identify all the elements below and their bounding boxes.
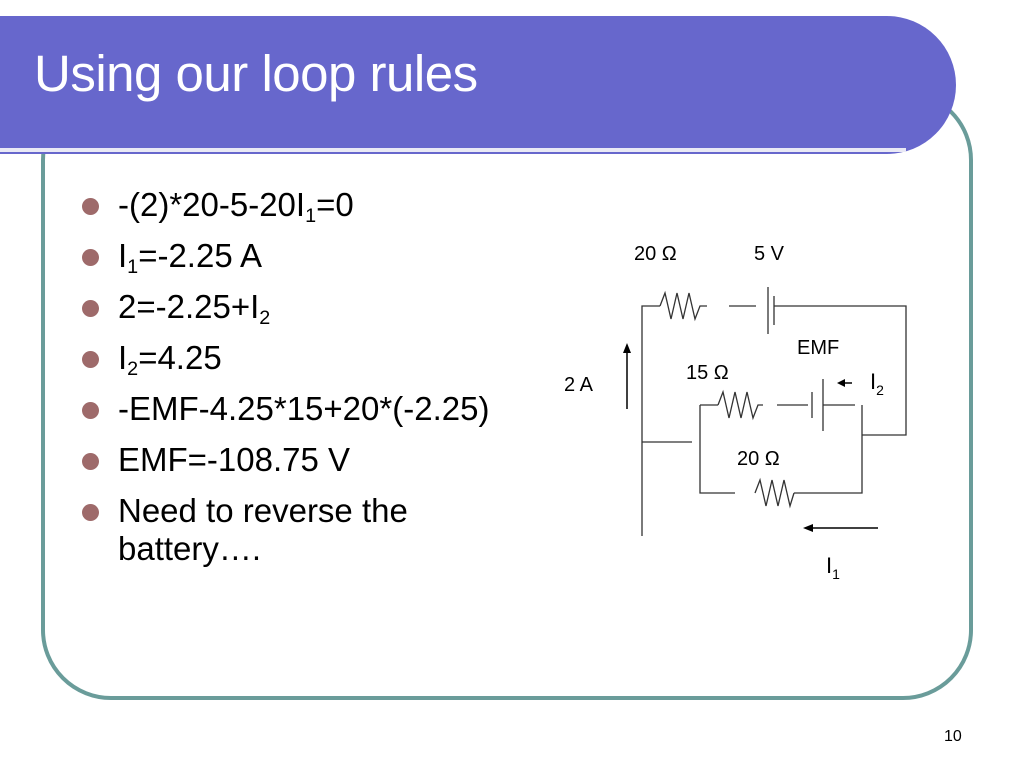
label-i1-sub: 1 [832,566,840,582]
bullet-text: -EMF-4.25*15+20*(-2.25) [118,390,490,427]
bullet-item: -EMF-4.25*15+20*(-2.25) [82,390,502,428]
slide-title: Using our loop rules [34,45,478,102]
bullet-text-tail: =-2.25 A [138,237,263,274]
bullet-item: 2=-2.25+I2 [82,288,502,329]
bullet-text: Need to reverse the battery…. [118,492,408,567]
label-i2-main: I [870,369,876,394]
bullet-dot-icon [82,504,99,521]
bullet-text-tail: =4.25 [138,339,222,376]
wire-inner-bottom-right [794,405,863,494]
bullet-subscript: 1 [127,255,139,278]
bullet-text: -(2)*20-5-20I [118,186,306,223]
label-i1-main: I [826,553,832,578]
page-number: 10 [944,728,962,745]
bullet-subscript: 1 [305,204,317,227]
bullet-dot-icon [82,249,99,266]
wire-outer [641,305,660,536]
label-resistor-mid: 15 Ω [686,362,729,384]
bullet-item: EMF=-108.75 V [82,441,502,479]
bullet-item: I1=-2.25 A [82,237,502,278]
bullet-dot-icon [82,198,99,215]
bullet-text: I [118,237,128,274]
bullet-dot-icon [82,402,99,419]
bullet-dot-icon [82,453,99,470]
bullet-list: -(2)*20-5-20I1=0 I1=-2.25 A 2=-2.25+I2 I… [82,186,502,581]
label-i1: I1 [826,553,840,582]
label-battery-top: 5 V [754,243,785,265]
bullet-item: -(2)*20-5-20I1=0 [82,186,502,227]
wire-inner-left [699,405,735,494]
bullet-text: EMF=-108.75 V [118,441,351,478]
label-i2: I2 [870,369,884,398]
arrow-i2-head-icon [837,379,845,387]
bullet-subscript: 2 [127,357,139,380]
wire-top-right [774,305,907,436]
label-current-2a: 2 A [564,374,594,396]
bullet-text: I [118,339,128,376]
bullet-subscript: 2 [259,306,271,329]
bullet-item: I2=4.25 [82,339,502,380]
title-underline [0,148,906,152]
bullet-text: 2=-2.25+I [118,288,260,325]
circuit-diagram: 20 Ω 5 V EMF 15 Ω 2 A 20 Ω I2 I1 [564,243,907,582]
content-frame [41,90,973,700]
bullet-dot-icon [82,300,99,317]
resistor-mid-icon [717,389,763,421]
bullet-dot-icon [82,351,99,368]
bullet-item: Need to reverse the battery…. [82,492,502,568]
label-resistor-bottom: 20 Ω [737,448,780,470]
arrow-i1-head-icon [803,524,813,532]
label-i2-sub: 2 [876,382,884,398]
label-resistor-top: 20 Ω [634,243,677,265]
bullet-text-tail: =0 [316,186,354,223]
title-bar [0,16,956,154]
arrow-2a-head-icon [623,343,631,353]
label-emf: EMF [797,337,839,359]
resistor-bottom-icon [754,477,795,509]
resistor-top-icon [659,290,707,322]
